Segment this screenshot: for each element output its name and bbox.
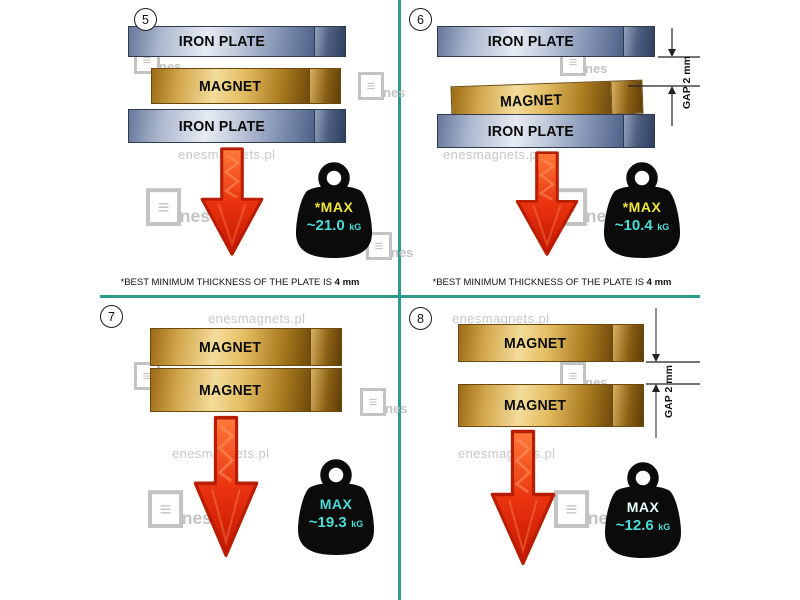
magnet-3d-end — [310, 328, 342, 366]
divider-vertical — [398, 0, 401, 600]
footnote: *BEST MINIMUM THICKNESS OF THE PLATE IS … — [432, 277, 672, 288]
plate-3d-end — [314, 26, 346, 57]
weight-unit: kG — [351, 518, 364, 529]
kettlebell-icon — [298, 459, 374, 555]
watermark-text: enesmagnets.pl — [452, 311, 550, 326]
magnet-3d-end — [612, 384, 644, 427]
weight-value: ~21.0 — [306, 216, 345, 234]
panel-number: 7 — [100, 305, 123, 328]
magnet-bar-top: MAGNET — [150, 328, 342, 366]
weight-value-line: ~21.0 kG — [292, 216, 376, 235]
iron-plate-label: IRON PLATE — [178, 117, 265, 135]
enes-logo-watermark: ≡nes — [360, 388, 407, 416]
weight-value-line: ~10.4 kG — [600, 216, 684, 235]
magnet-label: MAGNET — [199, 77, 262, 95]
max-weight-kettlebell: *MAX ~21.0 kG — [292, 161, 376, 261]
pull-force-arrow-icon — [515, 151, 579, 256]
pull-force-arrow-icon — [490, 429, 556, 566]
magnet-3d-end — [310, 368, 342, 412]
magnet-3d-end — [309, 68, 341, 104]
enes-logo-icon: ≡ — [148, 490, 184, 528]
magnet-label: MAGNET — [199, 338, 262, 356]
max-weight-kettlebell: MAX ~12.6 kG — [601, 461, 685, 561]
enes-logo-watermark: ≡nes — [146, 188, 210, 226]
panel-number: 8 — [409, 307, 432, 330]
magnet-bar-bottom: MAGNET — [150, 368, 342, 412]
kettlebell-icon — [296, 162, 372, 258]
weight-max-label: MAX — [319, 496, 353, 512]
weight-value: ~10.4 — [614, 216, 653, 234]
weight-unit: kG — [658, 521, 671, 532]
panel-number: 6 — [409, 8, 432, 31]
kettlebell-icon — [605, 462, 681, 558]
weight-unit: kG — [657, 221, 670, 232]
kettlebell-icon — [604, 162, 680, 258]
magnet-bar-top: MAGNET — [458, 324, 644, 362]
gap-label: GAP 2 mm — [663, 365, 675, 419]
iron-plate-label: IRON PLATE — [487, 33, 574, 50]
iron-plate-label: IRON PLATE — [487, 122, 574, 140]
iron-plate-bottom: IRON PLATE — [437, 114, 655, 148]
weight-max-label: *MAX — [314, 199, 354, 215]
iron-plate-top: IRON PLATE — [128, 26, 346, 57]
plate-3d-end — [314, 109, 346, 143]
magnet-label: MAGNET — [504, 397, 567, 414]
enes-logo-icon: ≡ — [146, 188, 182, 226]
magnet-3d-end — [612, 324, 644, 362]
gap-dimension-lines — [646, 308, 700, 438]
plate-3d-end — [623, 26, 655, 57]
enes-logo-icon: ≡ — [554, 490, 590, 528]
watermark-text: enesmagnets.pl — [443, 147, 541, 162]
weight-value-line: ~19.3 kG — [294, 513, 378, 532]
weight-max-label: MAX — [626, 499, 660, 515]
max-weight-kettlebell: *MAX ~10.4 kG — [600, 161, 684, 261]
magnet-label: MAGNET — [199, 381, 262, 399]
enes-logo-icon: ≡ — [358, 72, 384, 100]
footnote: *BEST MINIMUM THICKNESS OF THE PLATE IS … — [120, 277, 360, 288]
plate-3d-end — [623, 114, 655, 148]
iron-plate-label: IRON PLATE — [178, 33, 265, 50]
enes-logo-icon: ≡ — [360, 388, 386, 416]
magnet-label: MAGNET — [504, 334, 567, 352]
max-weight-kettlebell: MAX ~19.3 kG — [294, 458, 378, 558]
weight-unit: kG — [349, 221, 362, 232]
iron-plate-bottom: IRON PLATE — [128, 109, 346, 143]
weight-value-line: ~12.6 kG — [601, 516, 685, 535]
watermark-text: enesmagnets.pl — [208, 311, 306, 326]
divider-horizontal — [100, 295, 700, 298]
iron-plate-top: IRON PLATE — [437, 26, 655, 57]
weight-value: ~19.3 — [308, 513, 347, 531]
enes-logo-watermark: ≡nes — [358, 72, 405, 100]
gap-dimension-lines — [628, 28, 700, 126]
gap-label: GAP 2 mm — [681, 56, 693, 110]
pull-force-arrow-icon — [200, 147, 264, 256]
weight-value: ~12.6 — [615, 516, 654, 534]
magnet-bar: MAGNET — [151, 68, 341, 104]
weight-max-label: *MAX — [622, 199, 662, 215]
enes-logo-watermark: ≡nes — [148, 490, 212, 528]
panel-number: 5 — [134, 8, 157, 31]
magnet-label: MAGNET — [500, 90, 563, 111]
pull-force-arrow-icon — [193, 415, 259, 557]
magnet-bar-bottom: MAGNET — [458, 384, 644, 427]
